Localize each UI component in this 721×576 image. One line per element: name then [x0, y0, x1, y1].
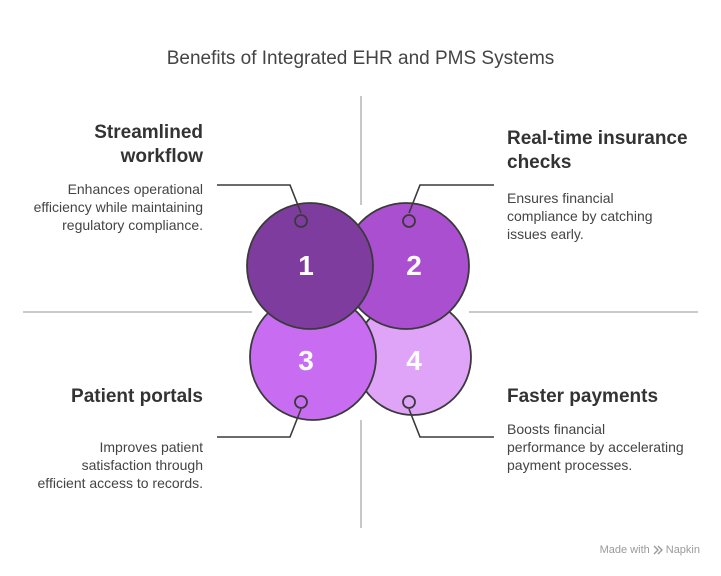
description-streamlined-workflow: Enhances operational efficiency while ma…	[33, 181, 203, 233]
number-3: 3	[298, 345, 314, 376]
watermark-prefix: Made with	[599, 544, 650, 556]
number-1: 1	[298, 250, 314, 281]
description-patient-portals: Improves patient satisfaction through ef…	[37, 439, 203, 491]
connector-2	[408, 184, 494, 214]
anchor-dot-1	[294, 214, 308, 228]
anchor-dot-4	[402, 395, 416, 409]
description-real-time-insurance-checks: Ensures financial compliance by catching…	[507, 190, 653, 242]
napkin-logo-icon	[653, 545, 663, 555]
number-4: 4	[406, 345, 422, 376]
watermark-brand: Napkin	[665, 544, 700, 556]
watermark: Made with Napkin	[600, 544, 700, 556]
connector-1	[217, 184, 302, 214]
anchor-dot-2	[402, 214, 416, 228]
heading-real-time-insurance-checks: Real-time insurance checks	[507, 128, 688, 173]
anchor-dot-3	[294, 395, 308, 409]
heading-faster-payments: Faster payments	[507, 386, 659, 407]
connector-4	[408, 408, 494, 438]
number-2: 2	[406, 250, 422, 281]
description-faster-payments: Boosts financial performance by accelera…	[507, 421, 684, 473]
circle-1	[246, 202, 374, 330]
diagram-title: Benefits of Integrated EHR and PMS Syste…	[166, 48, 555, 69]
heading-streamlined-workflow: Streamlined workflow	[94, 122, 203, 167]
heading-patient-portals: Patient portals	[71, 386, 203, 407]
connector-3	[217, 408, 302, 438]
